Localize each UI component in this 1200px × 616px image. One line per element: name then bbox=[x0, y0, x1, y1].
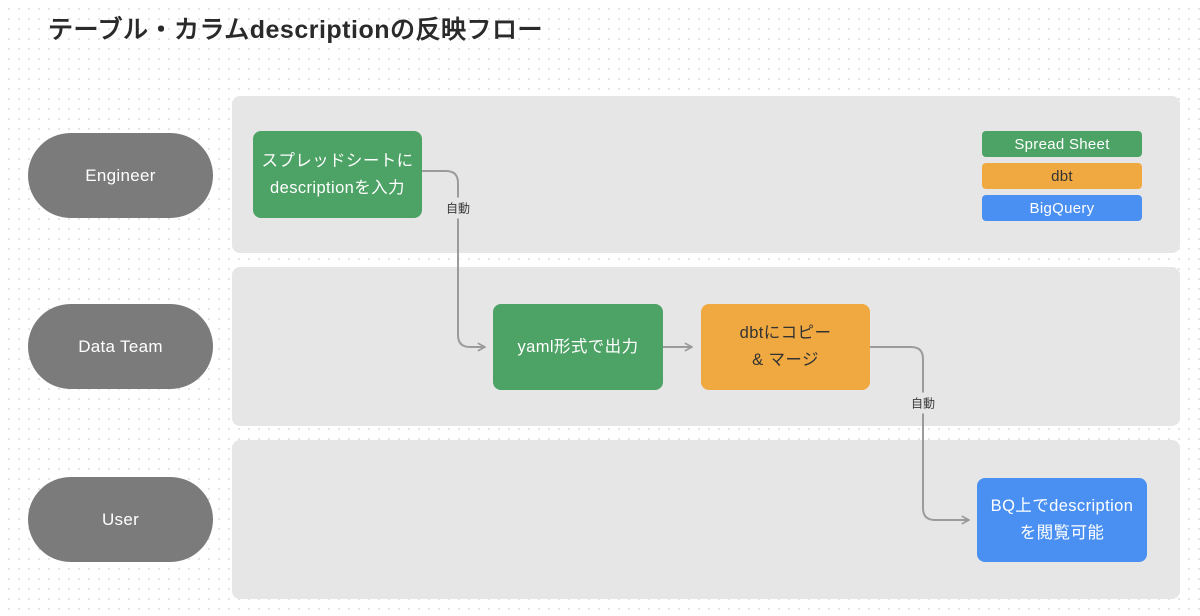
lane-pill-data-team: Data Team bbox=[28, 304, 213, 389]
node-label-line: & マージ bbox=[752, 351, 819, 369]
legend-item-dbt: dbt bbox=[982, 163, 1142, 189]
lane-pill-user: User bbox=[28, 477, 213, 562]
node-label-line: を閲覧可能 bbox=[1019, 524, 1105, 542]
node-spreadsheet-input: スプレッドシートに descriptionを入力 bbox=[253, 131, 422, 218]
legend-item-spreadsheet: Spread Sheet bbox=[982, 131, 1142, 157]
node-label-line: BQ上でdescription bbox=[990, 497, 1134, 515]
node-label-line: yaml形式で出力 bbox=[517, 337, 639, 356]
node-label-line: descriptionを入力 bbox=[270, 178, 405, 197]
node-yaml-output: yaml形式で出力 bbox=[493, 304, 663, 390]
node-bq-view: BQ上でdescription を閲覧可能 bbox=[977, 478, 1147, 562]
legend: Spread Sheet dbt BigQuery bbox=[982, 131, 1142, 221]
node-label-line: dbtにコピー bbox=[739, 324, 832, 342]
edge-label-auto-1: 自動 bbox=[442, 197, 474, 219]
node-label-line: スプレッドシートに bbox=[261, 151, 414, 170]
edge-label-auto-2: 自動 bbox=[907, 392, 939, 414]
page-title: テーブル・カラムdescriptionの反映フロー bbox=[48, 16, 543, 44]
lane-pill-engineer: Engineer bbox=[28, 133, 213, 218]
node-dbt-copy-merge: dbtにコピー & マージ bbox=[701, 304, 870, 390]
legend-item-bigquery: BigQuery bbox=[982, 195, 1142, 221]
